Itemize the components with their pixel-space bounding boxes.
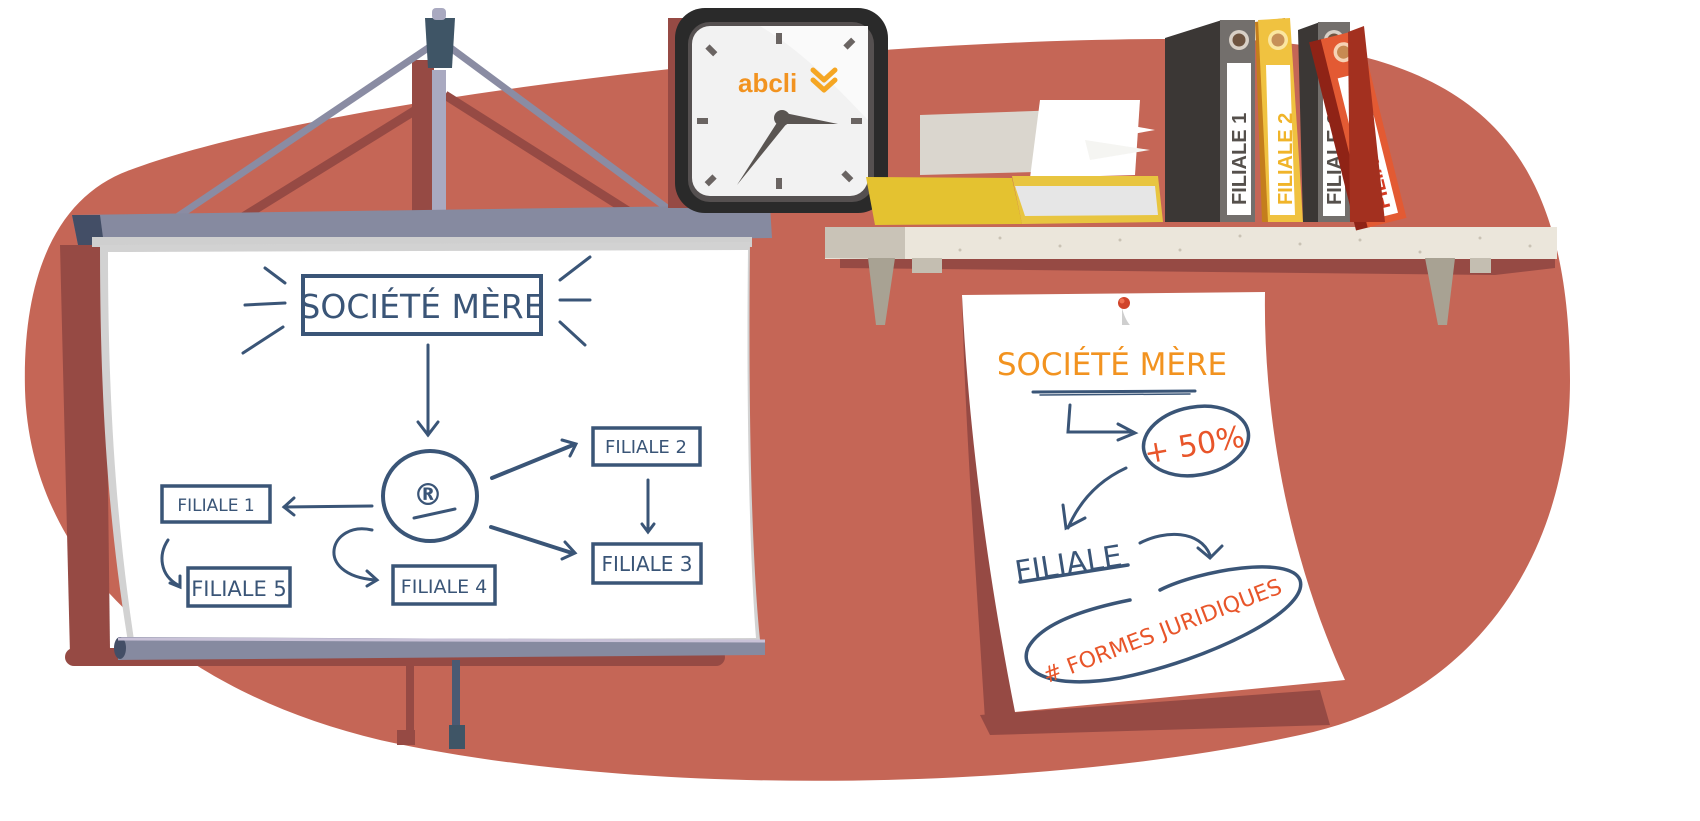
projector-screen: SOCIÉTÉ MÈRE ® FILIALE 1 FILIALE 2 FILIA… bbox=[60, 8, 772, 749]
tag-ellipse bbox=[1024, 565, 1303, 684]
tray-front bbox=[866, 177, 1022, 225]
tripod-knob bbox=[425, 18, 455, 68]
double-chevron-down-icon bbox=[810, 67, 838, 93]
tripod-leg bbox=[437, 37, 693, 228]
node-filiale-2: FILIALE 2 bbox=[605, 437, 687, 458]
node-filiale-5: FILIALE 5 bbox=[191, 577, 287, 601]
node-filiale-4: FILIALE 4 bbox=[401, 576, 487, 598]
shelf-board bbox=[825, 227, 1557, 259]
pinned-note: SOCIÉTÉ MÈRE + 50% FILIALE # FORMES JURI… bbox=[962, 292, 1345, 735]
binder-2-label: FILIALE 2 bbox=[1275, 113, 1297, 205]
org-diagram bbox=[160, 255, 703, 608]
pushpin-icon bbox=[1118, 297, 1130, 309]
node-box-filiale-3 bbox=[591, 542, 703, 585]
screen-top-bar bbox=[72, 205, 772, 245]
clock-brand: abcli bbox=[738, 68, 797, 98]
tripod-pole bbox=[432, 70, 446, 230]
note-paper bbox=[962, 292, 1345, 712]
screen-bottom-bar bbox=[118, 637, 765, 660]
node-box-filiale-5 bbox=[186, 566, 292, 608]
note-title: SOCIÉTÉ MÈRE bbox=[997, 347, 1227, 383]
node-filiale-3: FILIALE 3 bbox=[602, 552, 693, 576]
node-filiale-1: FILIALE 1 bbox=[177, 496, 254, 516]
node-box-filiale-4 bbox=[391, 564, 497, 606]
registered-circle bbox=[381, 449, 479, 543]
clock-minute-hand bbox=[737, 118, 788, 185]
badge-ellipse bbox=[1141, 404, 1251, 478]
binder-1-label: FILIALE 1 bbox=[1229, 113, 1251, 205]
wall-shelf bbox=[825, 227, 1557, 325]
wall-clock: abcli bbox=[668, 8, 888, 213]
paper-tray bbox=[866, 100, 1163, 225]
tripod-leg bbox=[163, 37, 442, 228]
clock-hour-hand bbox=[780, 112, 838, 124]
node-box-filiale-1 bbox=[160, 484, 272, 524]
binders: FILIALE 1 FILIALE 2 FILIALE 3 FILIALE 4 bbox=[1165, 18, 1407, 231]
registered-symbol: ® bbox=[413, 478, 443, 513]
screen-title: SOCIÉTÉ MÈRE bbox=[299, 286, 544, 326]
tripod-foot bbox=[449, 725, 465, 749]
node-box-filiale-2 bbox=[591, 426, 702, 467]
